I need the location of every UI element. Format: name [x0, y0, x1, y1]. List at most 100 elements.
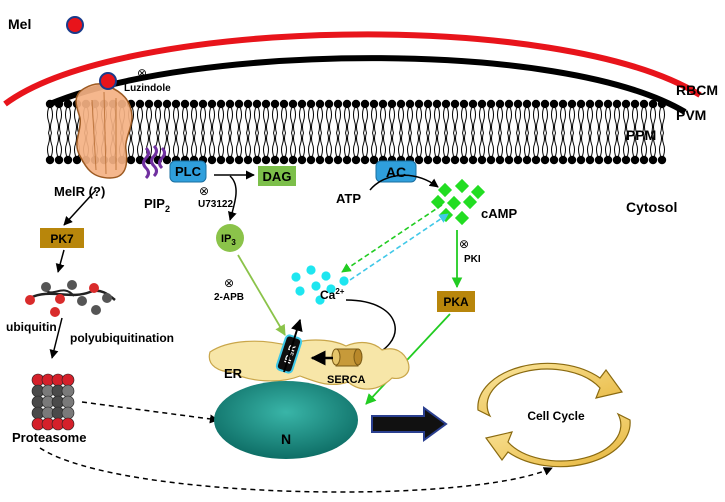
lipid-tail-inner	[524, 132, 530, 157]
lipid-tail-inner	[551, 132, 557, 157]
lipid-tail-inner	[128, 132, 134, 157]
cell-cycle-label: Cell Cycle	[527, 409, 585, 423]
lipid-tail-inner	[587, 132, 593, 157]
rbcm-membrane	[3, 31, 702, 107]
lipid-head-outer	[657, 99, 667, 109]
lipid-tail-outer	[569, 107, 575, 134]
lipid-head-outer	[315, 99, 325, 109]
lipid-head-inner	[297, 155, 307, 165]
lipid-tail-inner	[362, 132, 368, 157]
lipid-head-inner	[414, 155, 424, 165]
lipid-tail-outer	[218, 107, 224, 134]
lipid-tail-outer	[146, 107, 152, 134]
camp-label: cAMP	[481, 206, 517, 221]
lipid-tail-outer	[461, 107, 467, 134]
lipid-head-inner	[432, 155, 442, 165]
lipid-head-outer	[630, 99, 640, 109]
lipid-head-inner	[72, 155, 82, 165]
pip2-lipid	[142, 144, 166, 180]
lipid-head-inner	[639, 155, 649, 165]
lipid-tail-outer	[524, 107, 530, 134]
ppm-bilayer	[45, 99, 667, 165]
lipid-tail-outer	[407, 107, 413, 134]
lipid-tail-inner	[335, 132, 341, 157]
lipid-head-outer	[603, 99, 613, 109]
lipid-head-outer	[351, 99, 361, 109]
ubiquitin-cluster	[25, 280, 116, 317]
lipid-tail-inner	[434, 132, 440, 157]
lipid-tail-outer	[191, 107, 197, 134]
cell-cycle-icon	[477, 362, 631, 468]
lipid-head-outer	[198, 99, 208, 109]
lipid-head-outer	[387, 99, 397, 109]
lipid-tail-inner	[209, 132, 215, 157]
lipid-head-inner	[531, 155, 541, 165]
lipid-tail-inner	[632, 132, 638, 157]
lipid-head-outer	[405, 99, 415, 109]
plc-label: PLC	[175, 164, 202, 179]
calcium-ion	[339, 276, 349, 286]
lipid-head-inner	[225, 155, 235, 165]
lipid-tail-outer	[65, 107, 71, 134]
lipid-head-inner	[162, 155, 172, 165]
ac-box	[375, 160, 417, 183]
lipid-head-outer	[333, 99, 343, 109]
lipid-tail-outer	[515, 107, 521, 134]
lipid-tail-outer	[605, 107, 611, 134]
serca-label: SERCA	[327, 374, 366, 386]
lipid-head-outer	[369, 99, 379, 109]
lipid-tail-inner	[353, 132, 359, 157]
lipid-tail-inner	[182, 132, 188, 157]
lipid-tail-outer	[317, 107, 323, 134]
lipid-tail-inner	[380, 132, 386, 157]
lipid-tail-inner	[407, 132, 413, 157]
lipid-tail-inner	[479, 132, 485, 157]
lipid-tail-outer	[443, 107, 449, 134]
lipid-head-outer	[648, 99, 658, 109]
lipid-tail-outer	[650, 107, 656, 134]
lipid-head-outer	[225, 99, 235, 109]
lipid-head-inner	[369, 155, 379, 165]
lipid-tail-inner	[650, 132, 656, 157]
lipid-tail-outer	[56, 107, 62, 134]
lipid-head-outer	[279, 99, 289, 109]
lipid-head-inner	[423, 155, 433, 165]
calcium-ion	[321, 271, 331, 281]
cytosol-label: Cytosol	[626, 199, 677, 215]
lipid-tail-outer	[227, 107, 233, 134]
serca-pump	[331, 348, 363, 367]
lipid-tail-inner	[569, 132, 575, 157]
lipid-tail-outer	[272, 107, 278, 134]
luzindole-label: Luzindole	[124, 83, 171, 94]
calcium-ion	[311, 281, 321, 291]
lipid-head-outer	[135, 99, 145, 109]
lipid-tail-outer	[344, 107, 350, 134]
lipid-tail-outer	[623, 107, 629, 134]
lipid-head-outer	[63, 99, 73, 109]
lipid-tail-outer	[353, 107, 359, 134]
lipid-head-outer	[234, 99, 244, 109]
lipid-tail-inner	[461, 132, 467, 157]
pvm-membrane	[48, 55, 687, 115]
nucleus-to-cell-cycle-arrow	[371, 406, 448, 442]
lipid-head-outer	[432, 99, 442, 109]
lipid-head-outer	[594, 99, 604, 109]
atp-label: ATP	[336, 191, 361, 206]
mel-bound	[99, 72, 117, 90]
lipid-head-outer	[153, 99, 163, 109]
lipid-tail-outer	[533, 107, 539, 134]
lipid-tail-inner	[344, 132, 350, 157]
lipid-tail-inner	[560, 132, 566, 157]
proteasome-core-subunit	[61, 406, 75, 420]
lipid-tail-inner	[389, 132, 395, 157]
lipid-head-outer	[45, 99, 55, 109]
lipid-tail-inner	[290, 132, 296, 157]
proteasome-complex	[31, 373, 75, 431]
camp-diamond	[454, 178, 470, 194]
lipid-tail-inner	[47, 132, 53, 157]
lipid-head-outer	[54, 99, 64, 109]
lipid-head-outer	[486, 99, 496, 109]
lipid-head-inner	[459, 155, 469, 165]
lipid-tail-inner	[308, 132, 314, 157]
lipid-tail-inner	[281, 132, 287, 157]
